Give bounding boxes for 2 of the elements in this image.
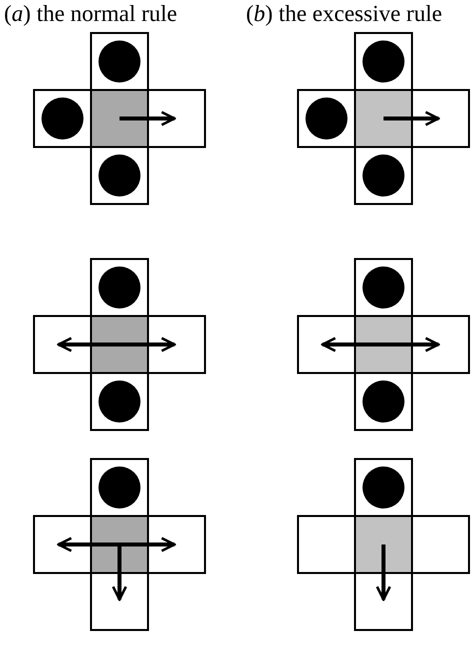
panel-title: (b) the excessive rule	[246, 0, 442, 28]
panel-title: (a) the normal rule	[4, 0, 178, 28]
